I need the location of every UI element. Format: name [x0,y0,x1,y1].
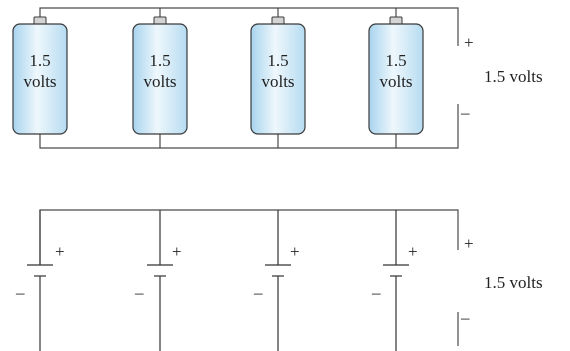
bottom-minus-sign: – [460,308,470,327]
battery-voltage-label: 1.5 [267,51,288,70]
battery-unit-label: volts [143,72,176,91]
battery-body [250,23,306,135]
cell-plus-sign: + [290,242,300,261]
bottom-output-voltage-label: 1.5 volts [484,273,543,292]
bottom-diagram: + – + – + – + – [15,209,543,351]
top-positive-bus-wire [39,7,459,46]
cell-4: + – [371,210,418,351]
battery-voltage-label: 1.5 [385,51,406,70]
battery-body [12,23,68,135]
cell-minus-sign: – [15,283,25,302]
bottom-positive-bus-wire [39,209,459,265]
battery-unit-label: volts [379,72,412,91]
battery-1: 1.5 volts [12,16,68,135]
cell-minus-sign: – [134,283,144,302]
battery-voltage-label: 1.5 [29,51,50,70]
battery-body [132,23,188,135]
top-output-voltage-label: 1.5 volts [484,67,543,86]
battery-unit-label: volts [261,72,294,91]
cell-plus-sign: + [55,242,65,261]
cell-1: + – [15,210,65,351]
top-plus-sign: + [464,33,474,52]
cell-3: + – [253,210,300,351]
battery-body [368,23,424,135]
cell-2: + – [134,210,182,351]
battery-unit-label: volts [23,72,56,91]
cell-minus-sign: – [253,283,263,302]
cell-plus-sign: + [408,242,418,261]
top-negative-bus-wire [39,104,459,149]
top-diagram: 1.5 volts 1.5 volts 1.5 volts 1.5 volts … [12,7,543,149]
top-minus-sign: – [460,103,470,122]
bottom-plus-sign: + [464,234,474,253]
cell-minus-sign: – [371,283,381,302]
battery-3: 1.5 volts [250,16,306,135]
battery-2: 1.5 volts [132,16,188,135]
battery-voltage-label: 1.5 [149,51,170,70]
cell-plus-sign: + [172,242,182,261]
battery-4: 1.5 volts [368,16,424,135]
